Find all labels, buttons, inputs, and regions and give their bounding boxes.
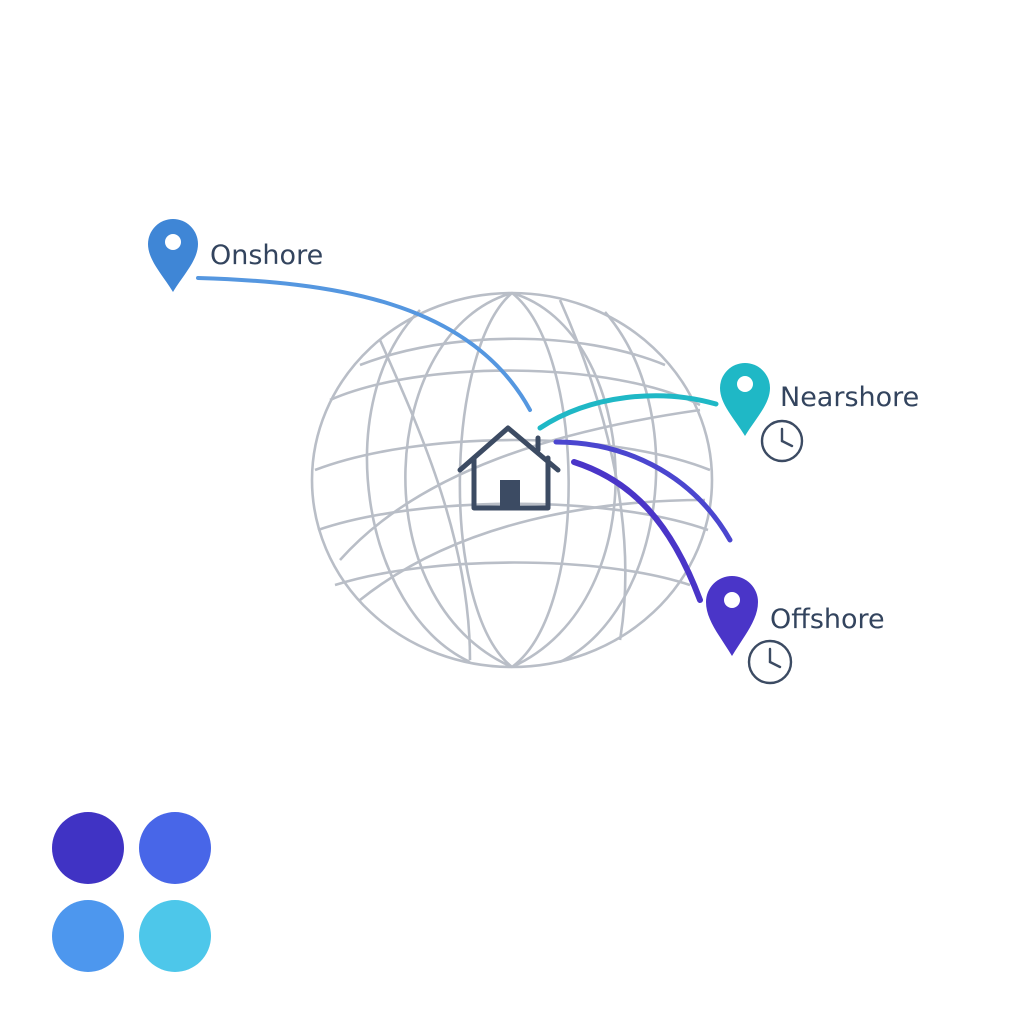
palette-swatch-blue	[139, 812, 211, 884]
nearshore-pin-icon	[720, 363, 770, 436]
offshore-label: Offshore	[770, 604, 885, 635]
offshore-pin-icon	[706, 576, 758, 656]
palette-swatch-cyan	[139, 900, 211, 972]
color-palette	[52, 812, 211, 972]
offshore-clock-icon	[747, 639, 793, 685]
onshore-connection-line	[196, 276, 532, 412]
nearshore-label: Nearshore	[780, 382, 919, 413]
home-icon	[457, 425, 561, 511]
palette-swatch-sky-blue	[52, 900, 124, 972]
offshore-connection-line-upper	[553, 439, 733, 543]
palette-swatch-indigo	[52, 812, 124, 884]
nearshore-connection-line	[537, 393, 719, 431]
onshore-label: Onshore	[210, 240, 323, 271]
onshore-pin-icon	[148, 219, 198, 292]
offshore-connection-line-lower	[571, 459, 703, 603]
globe-icon	[310, 291, 714, 669]
nearshore-clock-icon	[760, 419, 804, 463]
